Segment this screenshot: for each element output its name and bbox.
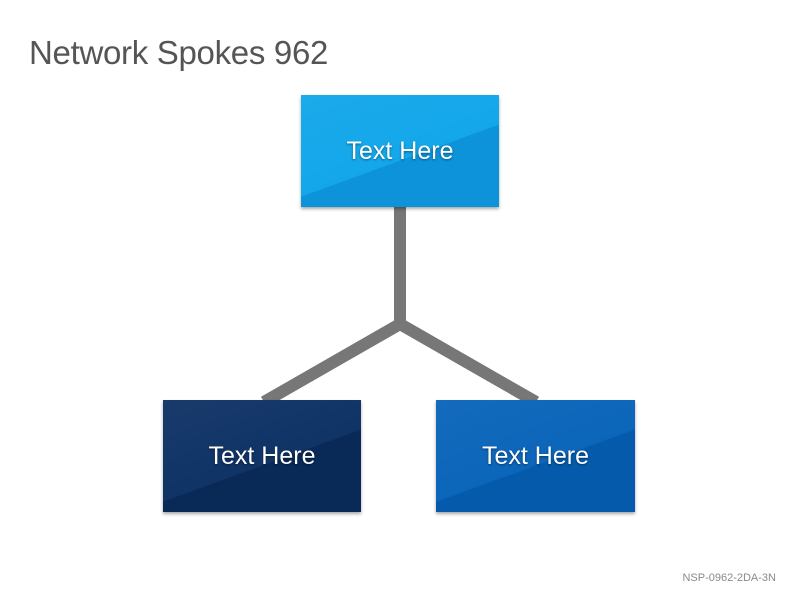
node-bottom-right-label: Text Here <box>482 441 589 470</box>
node-top[interactable]: Text Here <box>301 95 499 207</box>
node-top-label: Text Here <box>346 136 454 165</box>
slide-code: NSP-0962-2DA-3N <box>682 572 776 584</box>
page-title: Network Spokes 962 <box>29 34 329 71</box>
node-bottom-right[interactable]: Text Here <box>436 400 635 512</box>
connector-right-branch <box>397 318 539 408</box>
node-bottom-left[interactable]: Text Here <box>163 400 361 512</box>
connector-left-branch <box>261 318 403 408</box>
node-bottom-left-label: Text Here <box>208 441 316 470</box>
